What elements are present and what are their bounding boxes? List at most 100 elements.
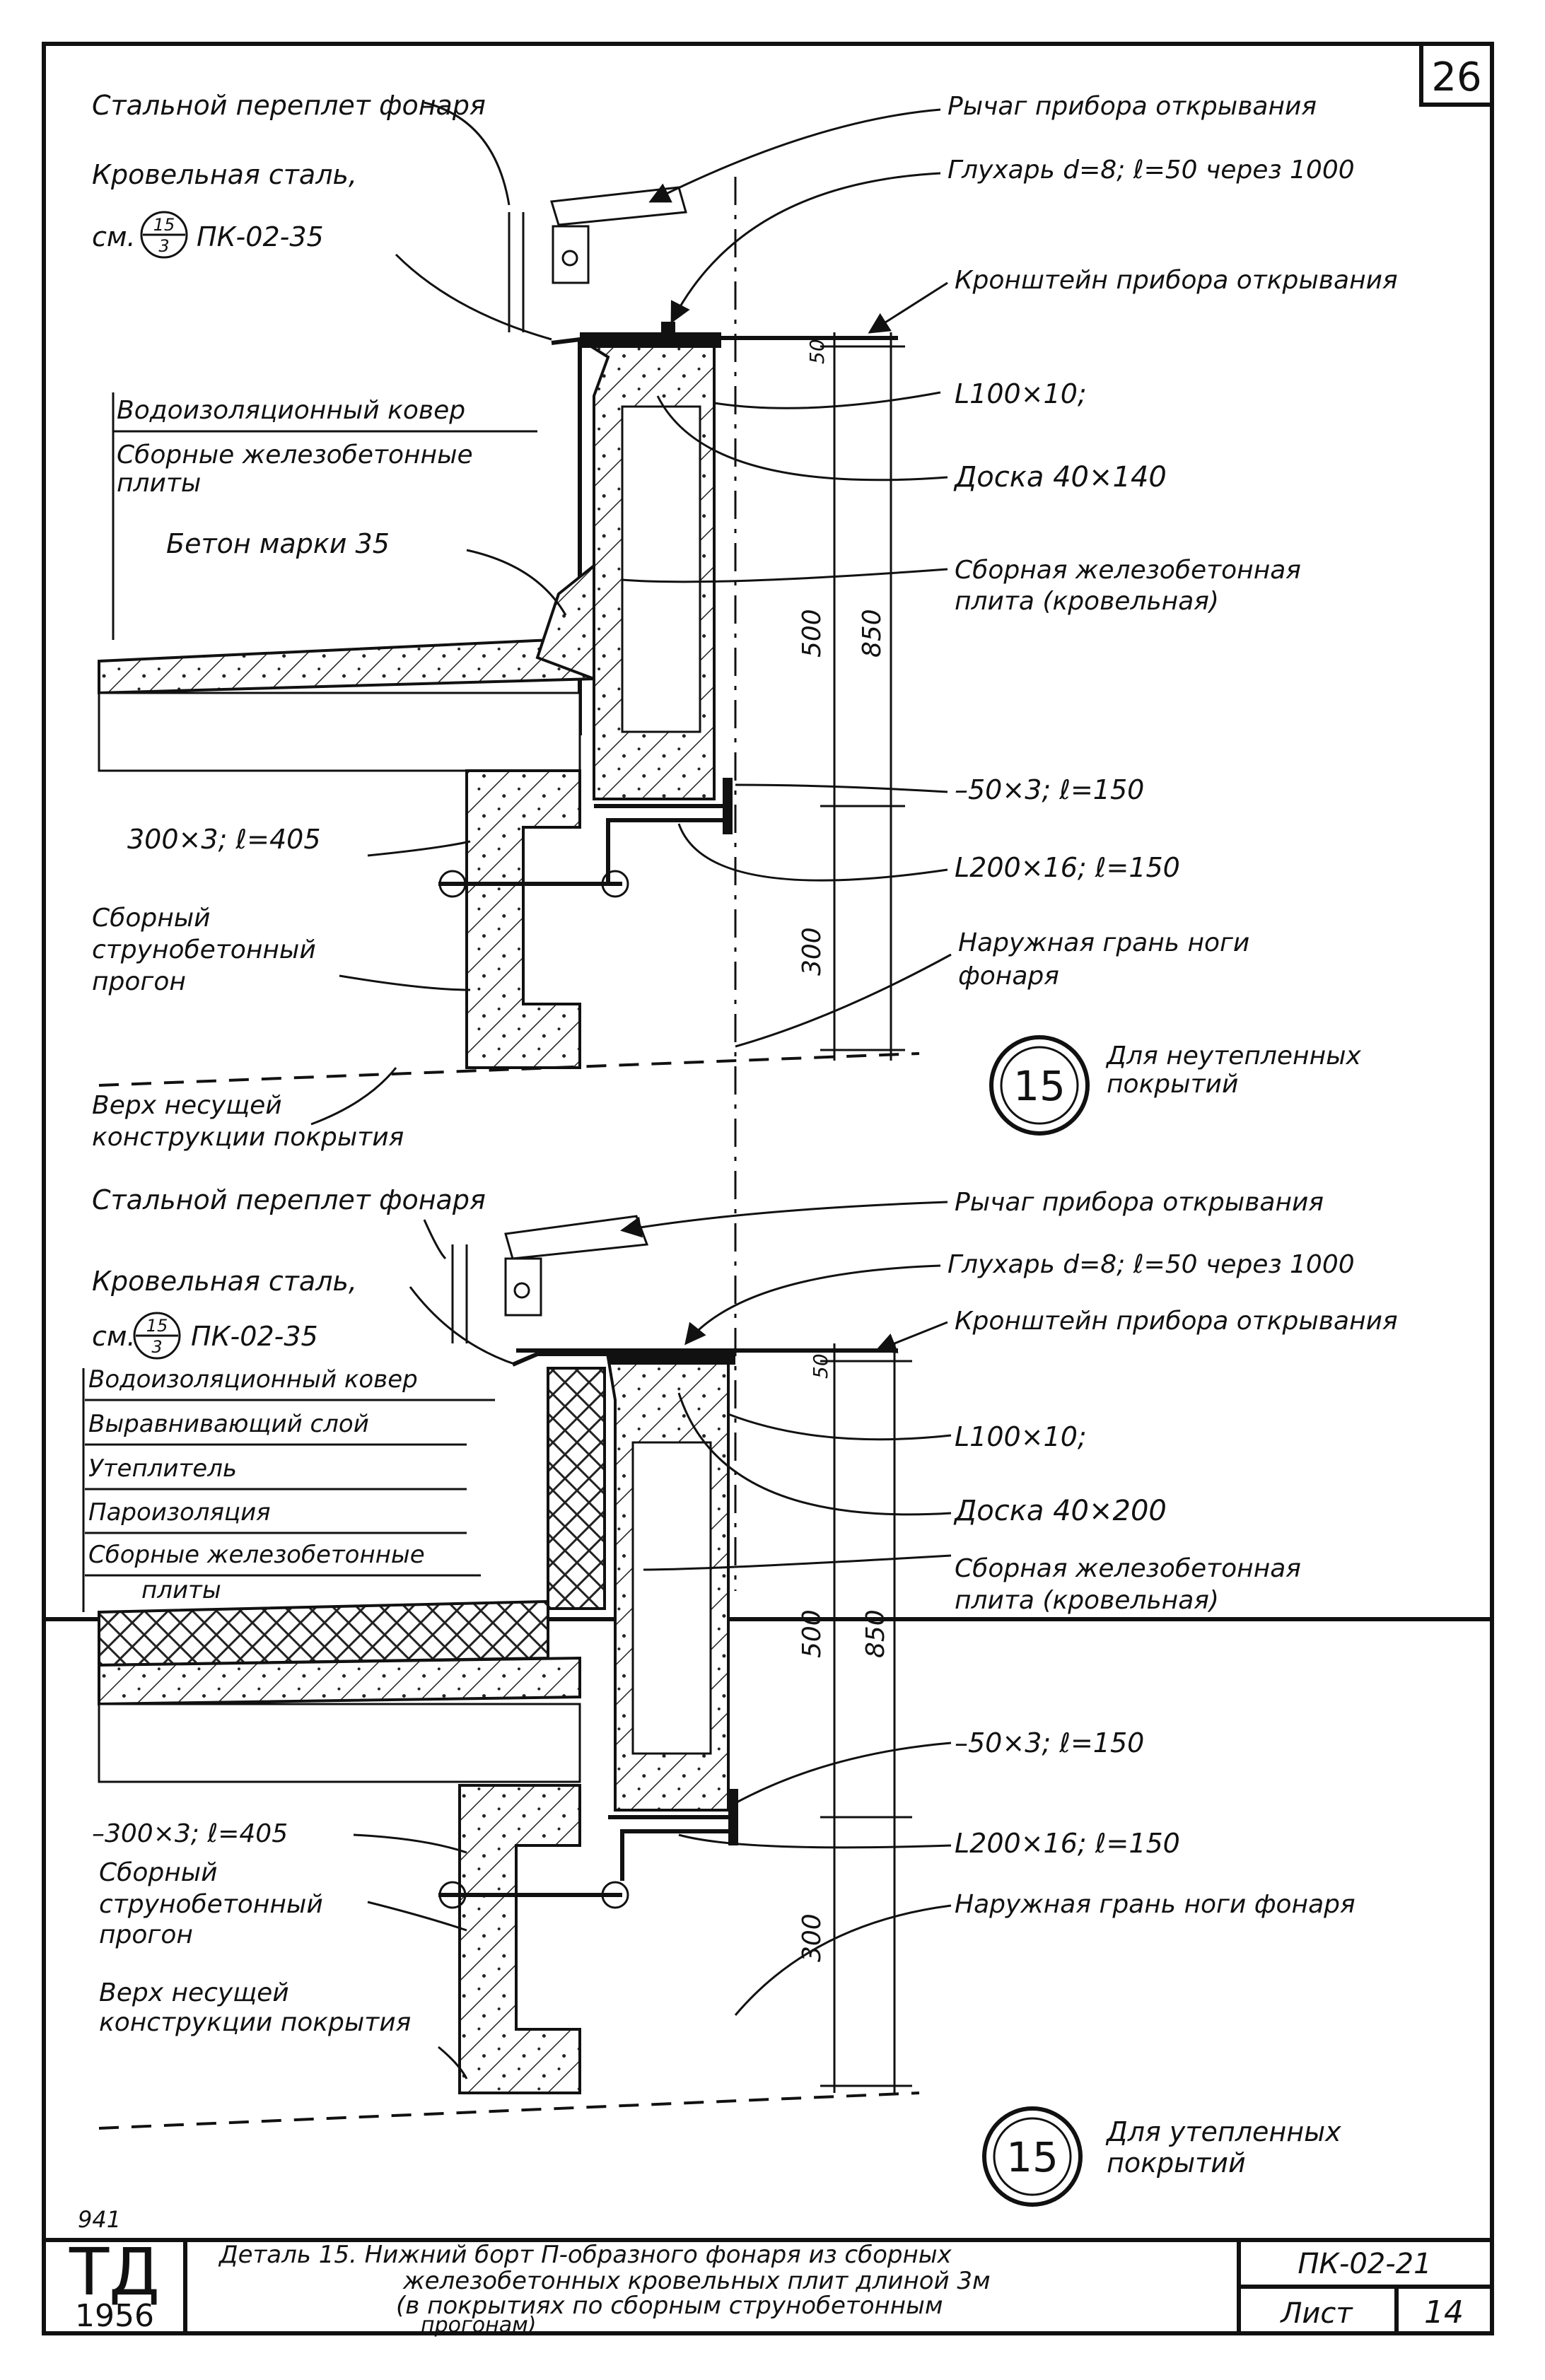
sheet-number-box xyxy=(1419,42,1494,107)
doc-code: ПК-02-21 xyxy=(1298,2248,1431,2280)
dim-850: 850 xyxy=(861,1609,890,1658)
dim-50: 50 xyxy=(809,1353,832,1379)
label-strip-1: –300×3; ℓ=405 xyxy=(92,1819,288,1848)
sheet-number: 26 xyxy=(1431,54,1481,100)
logo-year: 1956 xyxy=(75,2298,154,2334)
label-lever: Рычаг прибора открывания xyxy=(955,1188,1324,1217)
label-steel-sash: Стальной переплет фонаря xyxy=(92,90,486,121)
label-angle-2: L200×16; ℓ=150 xyxy=(955,852,1180,883)
label-marker-caption-1: Для утепленных xyxy=(1105,2116,1341,2147)
label-purlin-3: прогон xyxy=(99,1920,193,1949)
label-bracket: Кронштейн прибора открывания xyxy=(955,266,1398,295)
concrete-fill-top xyxy=(535,562,595,681)
label-roof-steel: Кровельная сталь, xyxy=(92,159,357,190)
label-purlin-2: струнобетонный xyxy=(99,1890,323,1919)
label-purlin-1: Сборный xyxy=(92,904,211,933)
label-concrete: Бетон марки 35 xyxy=(166,528,390,559)
footnote: 941 xyxy=(78,2206,121,2233)
label-roof-slab-1: Сборная железобетонная xyxy=(955,556,1301,585)
dim-850: 850 xyxy=(858,609,887,658)
dim-300: 300 xyxy=(798,927,827,976)
roof-slab-top xyxy=(98,627,595,695)
sheet-frame xyxy=(42,42,1494,2335)
angle-bottom xyxy=(608,1815,737,1881)
dimensions-top xyxy=(820,332,905,1061)
label-purlin-1: Сборный xyxy=(99,1858,218,1887)
label-roof-steel: Кровельная сталь, xyxy=(92,1266,357,1297)
label-structure-top-1: Верх несущей xyxy=(99,1978,289,2007)
label-ref-prefix: см. xyxy=(92,1321,136,1352)
label-strip-2: –50×3; ℓ=150 xyxy=(955,774,1144,805)
label-board: Доска 40×140 xyxy=(953,461,1167,494)
label-ref-prefix: см. xyxy=(92,221,136,252)
structure-top-line-bottom xyxy=(98,2092,920,2130)
layer-item: Пароизоляция xyxy=(88,1498,271,1527)
label-rivet: Глухарь d=8; ℓ=50 через 1000 xyxy=(948,156,1355,185)
label-board: Доска 40×200 xyxy=(953,1495,1167,1527)
layer-item: Утеплитель xyxy=(88,1454,237,1483)
leaders-top xyxy=(310,101,952,1126)
label-roof-slab-1: Сборная железобетонная xyxy=(955,1554,1301,1583)
label-angle-1: L100×10; xyxy=(955,1421,1087,1452)
marker-number: 15 xyxy=(1013,1062,1066,1110)
layer-item: Сборные железобетонные xyxy=(88,1541,425,1569)
label-marker-caption-1: Для неутепленных xyxy=(1105,1042,1362,1071)
label-marker-caption-2: покрытий xyxy=(1107,2147,1246,2178)
label-outer-face: Наружная грань ноги фонаря xyxy=(955,1890,1355,1919)
layer-item: Водоизоляционный ковер xyxy=(88,1365,418,1394)
label-rivet: Глухарь d=8; ℓ=50 через 1000 xyxy=(948,1250,1355,1279)
title-block: ТД 1956 Деталь 15. Нижний борт П-образно… xyxy=(44,2234,1492,2338)
label-outer-face-1: Наружная грань ноги xyxy=(958,928,1249,957)
label-bracket: Кронштейн прибора открывания xyxy=(955,1307,1398,1336)
label-ref-code: ПК-02-35 xyxy=(191,1321,318,1352)
label-roof-slab-2: плита (кровельная) xyxy=(955,587,1219,616)
label-angle-2: L200×16; ℓ=150 xyxy=(955,1828,1180,1859)
marker-number: 15 xyxy=(1006,2133,1059,2181)
label-outer-face-2: фонаря xyxy=(958,962,1059,991)
logo-letters: ТД xyxy=(69,2234,160,2310)
board-bottom xyxy=(608,1349,735,1365)
label-ref-den: 3 xyxy=(151,1337,162,1357)
sheet-label: Лист xyxy=(1279,2297,1353,2330)
insulation-vertical xyxy=(547,1367,606,1610)
detail-marker-bottom: 15 xyxy=(982,2106,1083,2207)
label-precast-slabs: Сборные железобетонные xyxy=(117,441,473,469)
label-ref-num: 15 xyxy=(146,1316,168,1336)
detail-bottom xyxy=(98,1215,920,2130)
label-strip-1: 300×3; ℓ=405 xyxy=(127,824,321,855)
label-steel-sash: Стальной переплет фонаря xyxy=(92,1184,486,1215)
detail-top xyxy=(98,186,920,1087)
roof-slab-bottom xyxy=(98,1656,581,1706)
layer-list: Водоизоляционный ковер Выравнивающий сло… xyxy=(82,1365,495,1612)
label-waterproof: Водоизоляционный ковер xyxy=(117,396,465,425)
label-structure-top-2: конструкции покрытия xyxy=(99,2008,411,2037)
label-precast-slabs-2: плиты xyxy=(117,469,201,498)
steel-sash-top xyxy=(508,186,687,332)
label-purlin-2: струнобетонный xyxy=(92,935,316,964)
structure-top-line-top xyxy=(98,1052,920,1087)
layer-item-tail: плиты xyxy=(141,1576,221,1604)
label-roof-slab-2: плита (кровельная) xyxy=(955,1586,1219,1615)
dimensions-bottom xyxy=(820,1343,912,2093)
ref-circle-top xyxy=(140,211,188,259)
dim-50: 50 xyxy=(805,339,829,364)
label-ref-den: 3 xyxy=(158,236,169,256)
label-ref-code: ПК-02-35 xyxy=(197,221,324,252)
title-description-2: железобетонных кровельных плит длиной 3м xyxy=(402,2267,991,2295)
dim-300: 300 xyxy=(798,1913,827,1962)
leaders-bottom xyxy=(353,1201,952,2079)
steel-sash-bottom xyxy=(451,1215,649,1343)
detail-marker-top: 15 xyxy=(989,1035,1090,1136)
purlin-bottom xyxy=(458,1784,581,2094)
label-ref-num: 15 xyxy=(153,215,175,235)
ref-circle-bottom xyxy=(133,1312,181,1360)
title-description-3: (в покрытиях по сборным струнобетонным xyxy=(396,2292,943,2320)
label-angle-1: L100×10; xyxy=(955,378,1087,409)
sheet-value: 14 xyxy=(1424,2294,1464,2331)
title-description-1: Деталь 15. Нижний борт П-образного фонар… xyxy=(218,2241,952,2269)
title-description-4: прогонам) xyxy=(421,2313,536,2338)
label-structure-top-1: Верх несущей xyxy=(92,1091,282,1120)
label-structure-top-2: конструкции покрытия xyxy=(92,1123,404,1152)
label-marker-caption-2: покрытий xyxy=(1107,1070,1238,1099)
